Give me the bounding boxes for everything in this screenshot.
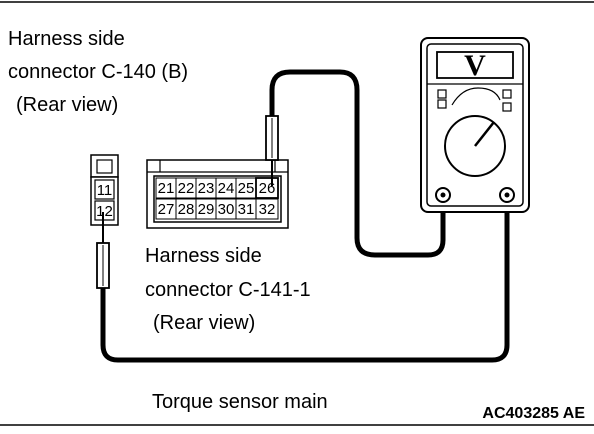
pin-32: 32: [259, 201, 276, 218]
pin-cell-32: [255, 198, 279, 220]
voltmeter-selector-pointer: [474, 121, 495, 147]
pin-24: 24: [218, 180, 235, 197]
voltmeter-dial-arc: [451, 87, 501, 106]
wire-red-lead: [269, 69, 446, 258]
voltmeter-range-mark-4: [502, 102, 512, 112]
label-c140-line1: Harness side: [8, 28, 125, 50]
pin-cell-26: [255, 177, 279, 199]
voltmeter-range-mark-3: [502, 89, 512, 99]
label-c140-line2: connector C-140 (B): [8, 61, 188, 83]
figure-code: AC403285 AE: [482, 405, 585, 422]
pin-21: 21: [158, 180, 175, 197]
probe-black: [96, 212, 110, 289]
probe-red: [265, 115, 279, 186]
connector-c141-pin-cell-11: [94, 179, 115, 200]
connector-c140-row1: 21 22 23 24 25 26: [155, 177, 279, 199]
connector-c141-pin-12: 12: [96, 203, 113, 220]
pin-28: 28: [178, 201, 195, 218]
label-c140-line3: (Rear view): [16, 94, 118, 116]
connector-c141-1: 11 12: [90, 154, 119, 226]
voltmeter: V: [420, 37, 530, 213]
label-c141-line1: Harness side: [145, 245, 262, 267]
voltmeter-jack-positive-center: [440, 192, 446, 198]
pin-29: 29: [198, 201, 215, 218]
voltmeter-mode-symbol: V: [464, 49, 486, 82]
connector-c141-latch-inner: [96, 159, 113, 174]
pin-30: 30: [218, 201, 235, 218]
voltmeter-range-mark-1: [437, 89, 447, 99]
connector-c141-pin-11: 11: [97, 182, 113, 199]
pin-27: 27: [158, 201, 175, 218]
caption-torque-sensor-main: Torque sensor main: [152, 391, 328, 413]
connector-c140-row2: 27 28 29 30 31 32: [155, 198, 279, 220]
label-c141-line2: connector C-141-1: [145, 279, 311, 301]
label-c141-line3: (Rear view): [153, 312, 255, 334]
connector-c141-pin-cell-12: [94, 200, 115, 221]
voltmeter-display: [436, 51, 514, 79]
voltmeter-jack-negative-center: [504, 192, 510, 198]
connector-c140-b: 21 22 23 24 25 26 27 28 29 30 31 32: [146, 159, 289, 229]
voltmeter-range-mark-2: [437, 99, 447, 109]
wire-black-lead: [100, 194, 510, 363]
pin-22: 22: [178, 180, 195, 197]
pin-25: 25: [238, 180, 255, 197]
pin-31: 31: [238, 201, 255, 218]
pin-23: 23: [198, 180, 215, 197]
